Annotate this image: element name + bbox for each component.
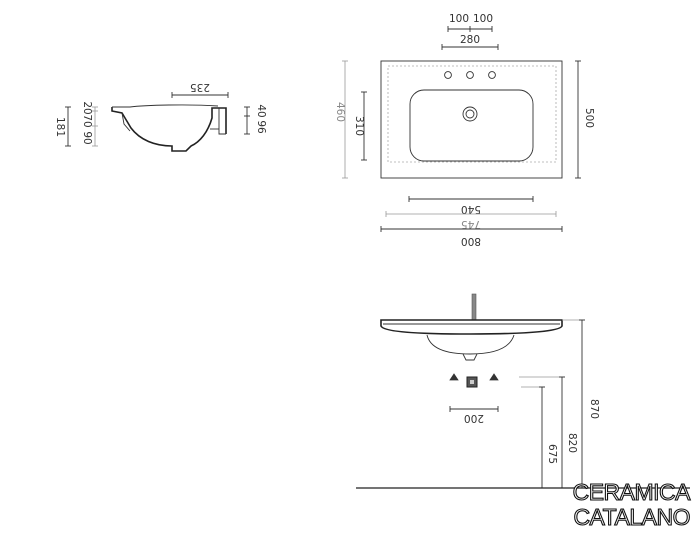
- drain-inner: [465, 109, 475, 119]
- bowl-outline-top: [409, 89, 534, 162]
- brand-logo-line2: CATALANO: [573, 504, 691, 530]
- dim-500: 500: [583, 108, 595, 128]
- basin-rim-dashed: [387, 65, 557, 163]
- dim-20: 20: [81, 101, 93, 114]
- tap-hole-right-icon: [488, 71, 496, 79]
- dim-90: 90: [81, 131, 93, 144]
- side-section-view: 235 181 20 70 90 40 96: [54, 81, 267, 152]
- front-elevation: 200 675 820 870: [356, 293, 690, 489]
- dim-280: 280: [460, 34, 480, 46]
- dim-540: 540: [461, 203, 481, 215]
- dim-745: 745: [461, 218, 481, 230]
- dim-181: 181: [54, 117, 66, 137]
- drain-icon: [462, 106, 478, 122]
- dim-100-left: 100: [449, 13, 469, 25]
- basin-slab-front: [380, 319, 563, 335]
- dim-800: 800: [461, 235, 481, 247]
- tap-hole-center-icon: [466, 71, 474, 79]
- trap-left-icon: [449, 373, 459, 381]
- drain-box-inner: [470, 380, 474, 384]
- trap-right-icon: [489, 373, 499, 381]
- dim-870: 870: [588, 399, 600, 419]
- basin-section-profile: [111, 107, 227, 152]
- dim-675: 675: [546, 444, 558, 464]
- dim-820: 820: [566, 433, 578, 453]
- tap-hole-left-icon: [444, 71, 452, 79]
- dim-70: 70: [81, 114, 93, 127]
- dim-200: 200: [464, 412, 484, 424]
- dim-235: 235: [190, 81, 210, 93]
- dim-310: 310: [353, 116, 365, 136]
- brand-logo-line1: CERAMICA: [572, 479, 691, 505]
- basin-outline-top: [380, 60, 563, 179]
- top-view: 100 100 280 460 310 500 540 745: [334, 13, 595, 247]
- dim-40: 40: [255, 104, 267, 117]
- faucet-icon: [471, 293, 477, 321]
- dim-460: 460: [334, 102, 346, 122]
- bowl-front-profile: [426, 334, 515, 355]
- dim-100-right: 100: [473, 13, 493, 25]
- dim-96: 96: [255, 120, 267, 134]
